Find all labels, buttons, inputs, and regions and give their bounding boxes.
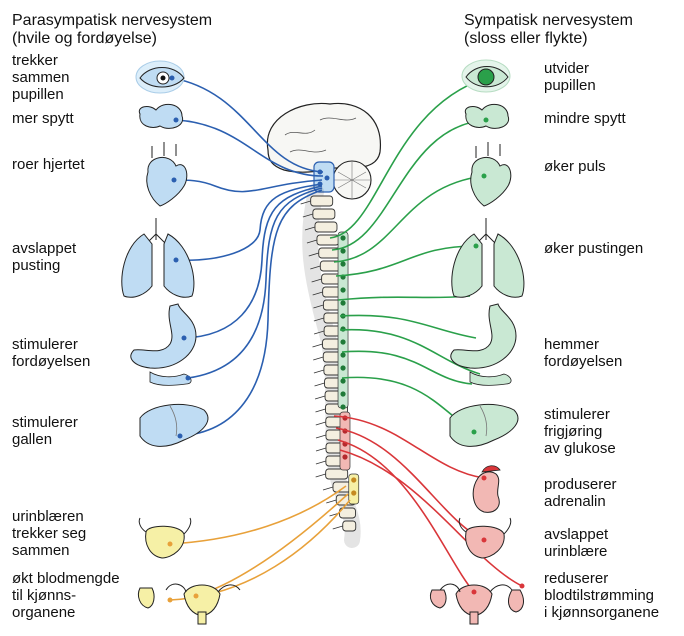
vertebra-process [312,291,323,296]
label-dilates-pupil: utvider pupillen [544,60,596,94]
adrenal-kidney-icon [472,465,501,513]
ganglion [351,490,357,496]
label-increased-genital-blood: økt blodmengde til kjønns- organene [12,570,120,621]
vertebra-process [313,369,325,374]
ganglion [340,248,346,254]
vertebra [342,520,357,532]
ganglion [351,477,357,483]
ganglion [340,404,346,410]
sacral-nerves [169,485,351,601]
label-stimulates-digestion: stimulerer fordøyelsen [12,336,91,370]
left-organs [121,60,241,625]
label-increases-pulse: øker puls [544,158,606,175]
ganglion [340,287,346,293]
vertebra-process [322,486,334,491]
label-reduced-genital-blood: reduserer blodtilstrømming i kjønnsorgan… [544,570,660,621]
vertebra-process [326,499,337,504]
vertebra-process [314,395,326,400]
vertebra [325,468,349,480]
salivary-gland-icon [138,103,184,129]
parasympathetic-nerves [171,77,324,437]
sympathetic-nerves [329,77,487,433]
ganglion [342,454,348,460]
ganglion [340,300,346,306]
vertebrae [300,195,357,532]
lungs-icon [451,218,525,298]
vertebra-process [315,434,327,439]
vertebra-process [313,356,324,361]
bladder-icon [138,517,192,559]
label-bladder-contracts: urinblæren trekker seg sammen [12,508,87,559]
eye-icon [135,60,185,94]
label-constricts-pupil: trekker sammen pupillen [12,52,70,103]
brain [266,102,381,173]
label-stimulates-gallbladder: stimulerer gallen [12,414,78,448]
vertebra-process [313,330,325,335]
label-more-saliva: mer spytt [12,110,74,127]
right-organs [429,59,525,625]
vertebra-process [315,460,327,465]
ganglion [340,365,346,371]
sympathetic-ganglia [337,231,360,505]
vertebra-process [314,382,325,387]
label-slows-heart: roer hjertet [12,156,85,173]
vertebra-process [310,265,321,270]
vertebra-process [313,317,325,322]
vertebra-process [315,408,326,413]
vertebra-process [332,525,343,530]
vertebra-process [308,252,319,257]
vertebra-process [312,343,323,348]
vertebra-process [313,304,324,309]
sympathetic-header: Sympatisk nervesystem (sloss eller flykt… [464,12,633,47]
ganglion [340,339,346,345]
ganglion [340,261,346,267]
brain-and-spine [266,102,381,548]
ganglion [340,352,346,358]
label-produces-adrenaline: produserer adrenalin [544,476,617,510]
heart-icon [146,142,188,207]
label-stimulates-glucose-release: stimulerer frigjøring av glukose [544,406,616,457]
nerve-endpoints [167,75,525,603]
label-relaxed-bladder: avslappet urinblære [544,526,609,560]
vertebra-process [311,278,322,283]
ganglion [340,235,346,241]
salivary-gland-icon [464,103,510,129]
vertebra-process [306,239,318,244]
heart-icon [470,142,512,207]
vertebra [312,208,336,220]
ganglion-strip [348,473,360,505]
vertebra-process [315,473,326,478]
liver-icon [139,404,209,447]
vertebra-process [300,200,311,205]
stomach-icon [130,303,197,386]
reproductive-organs-icon [137,583,241,625]
label-increases-breathing: øker pustingen [544,240,644,257]
vertebra-process [304,226,316,231]
vertebra [314,221,338,233]
label-inhibits-digestion: hemmer fordøyelsen [544,336,623,370]
lungs-icon [121,218,195,298]
reproductive-organs-icon [429,583,524,625]
label-less-saliva: mindre spytt [544,110,626,127]
ganglion [340,391,346,397]
parasympathetic-header: Parasympatisk nervesystem (hvile og ford… [12,12,213,47]
liver-icon [449,404,519,447]
vertebra-process [315,421,326,426]
ganglion [340,378,346,384]
vertebra [310,195,334,207]
vertebra-process [302,213,313,218]
stomach-icon [450,303,517,386]
vertebra-process [315,447,327,452]
label-relaxed-breathing: avslappet pusting [12,240,77,274]
